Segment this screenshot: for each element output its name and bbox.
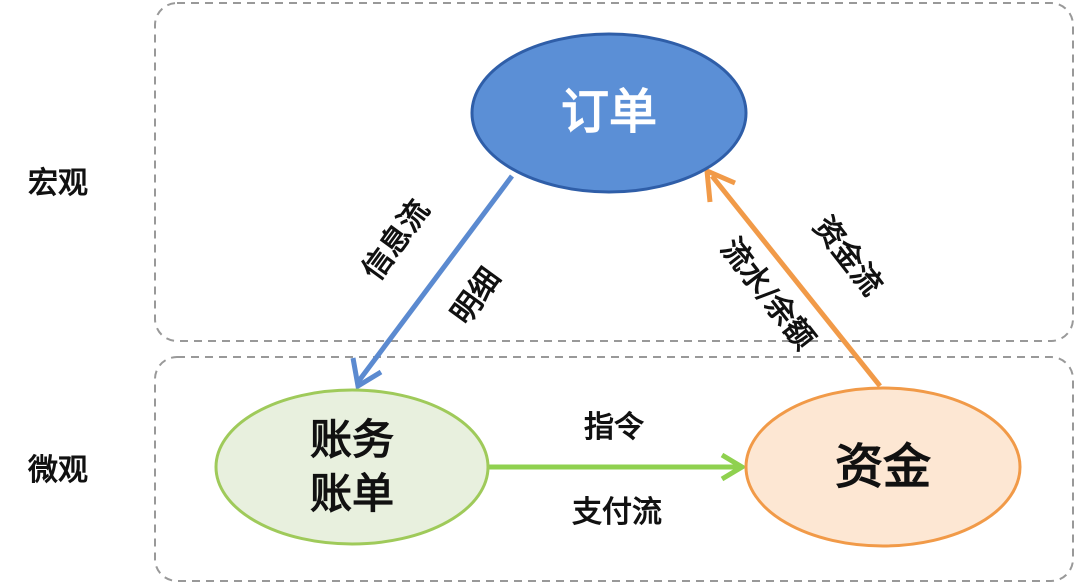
micro-region-label: 微观 xyxy=(27,453,88,488)
info-flow-arrowhead xyxy=(350,357,383,391)
fund-flow-label: 资金流 xyxy=(806,210,889,302)
funds-node-label: 资金 xyxy=(835,439,932,495)
fund-flow-arrowhead xyxy=(704,167,736,203)
fund-flow-arrow xyxy=(710,174,882,388)
info-flow-arrow xyxy=(355,174,515,384)
order-node-label: 订单 xyxy=(561,84,657,140)
info-flow-sub-label: 明细 xyxy=(445,262,509,331)
ledger-node xyxy=(214,388,490,546)
funds-node xyxy=(744,386,1022,548)
order-node xyxy=(470,32,748,194)
pay-flow-top-label: 指令 xyxy=(584,410,645,445)
info-flow-label: 信息流 xyxy=(356,194,437,287)
ledger-node-label-line1: 账务 xyxy=(310,415,394,464)
ledger-node-label-line2: 账单 xyxy=(310,469,394,518)
macro-region-label: 宏观 xyxy=(28,166,88,201)
pay-flow-bottom-label: 支付流 xyxy=(572,495,662,530)
pay-flow-arrowhead xyxy=(720,452,747,482)
micro-region-box xyxy=(154,356,1074,582)
macro-region-box xyxy=(154,2,1074,342)
